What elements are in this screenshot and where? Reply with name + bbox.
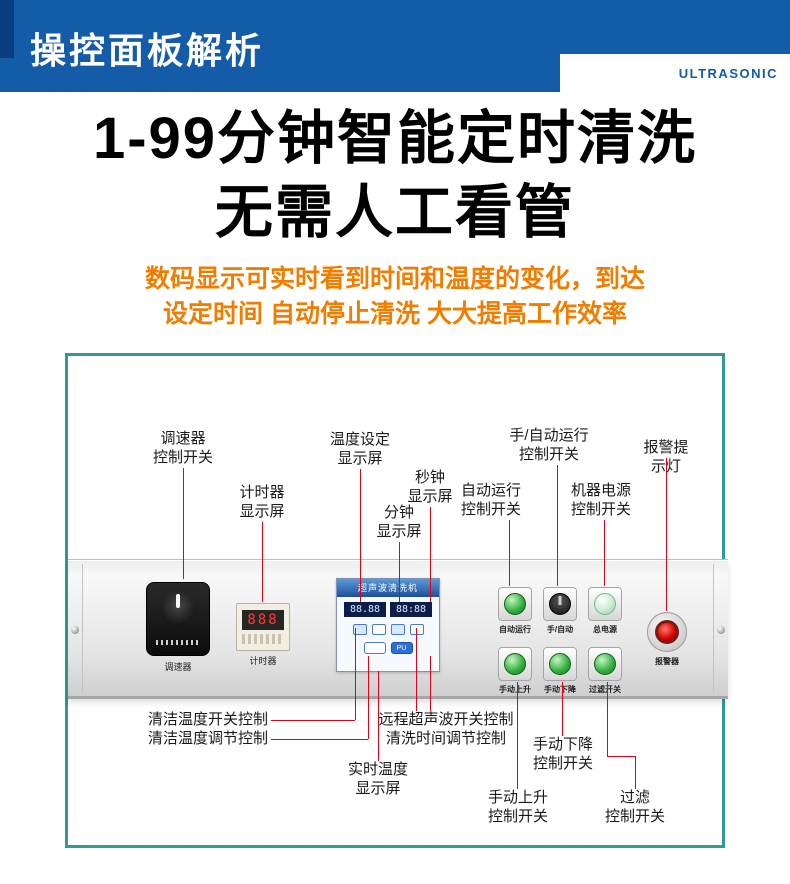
manual-auto-knob[interactable]	[543, 587, 577, 622]
alarm-button[interactable]	[647, 612, 687, 653]
callout-line	[262, 522, 263, 603]
manual-up-button[interactable]	[498, 647, 532, 682]
controller-displays: 88.88 88:88	[337, 602, 439, 618]
headline: 1-99分钟智能定时清洗 无需人工看管	[0, 102, 790, 250]
callout-filter-switch: 过滤 控制开关	[604, 789, 666, 826]
callout-clean-temp-controls: 清洁温度开关控制 清洁温度调节控制	[147, 711, 269, 748]
main-power-label: 总电源	[593, 625, 617, 635]
green-button-icon	[594, 653, 616, 676]
callout-line	[430, 507, 431, 603]
timer-dial[interactable]	[242, 634, 284, 645]
callout-line	[399, 542, 400, 603]
callout-line	[416, 628, 417, 712]
ultrasonic-switch-button[interactable]	[390, 624, 405, 636]
manual-down-button[interactable]	[543, 647, 577, 682]
callout-line	[557, 465, 558, 587]
filter-switch-button[interactable]	[588, 647, 622, 682]
header-accent	[0, 0, 14, 58]
speed-controller-label: 调速器	[164, 662, 192, 673]
callout-line	[635, 756, 636, 790]
callout-line	[355, 628, 356, 721]
controller-buttons-row2: PU	[337, 642, 439, 655]
subtitle-line1: 数码显示可实时看到时间和温度的变化，到达	[144, 265, 645, 294]
green-button-icon	[504, 653, 526, 676]
callout-seconds-display: 秒钟 显示屏	[407, 469, 453, 506]
manual-auto-label: 手/自动	[546, 625, 574, 635]
callout-machine-power-switch: 机器电源 控制开关	[570, 482, 632, 519]
callout-minutes-display: 分钟 显示屏	[376, 504, 422, 541]
ultrasonic-controller: 超声波清洗机 88.88 88:88 PU	[336, 578, 440, 673]
callout-auto-run-switch: 自动运行 控制开关	[460, 482, 522, 519]
page-title: 操控面板解析	[30, 30, 265, 71]
pu-button[interactable]: PU	[390, 642, 413, 655]
main-power-button[interactable]	[588, 587, 622, 622]
manual-down-label: 手动下降	[544, 685, 576, 695]
knob-icon	[549, 593, 571, 616]
manual-up-label: 手动上升	[499, 685, 531, 695]
temperature-display: 88.88	[344, 602, 386, 618]
time-display: 88:88	[390, 602, 432, 618]
auto-run-button[interactable]	[498, 587, 532, 622]
speed-controller-knob[interactable]	[146, 582, 210, 657]
callout-line	[607, 682, 608, 757]
green-button-icon	[504, 593, 526, 616]
timer-digits: 888	[242, 610, 284, 631]
header: 操控面板解析 ULTRASONIC	[0, 0, 790, 92]
callout-line	[562, 682, 563, 737]
callout-manual-up-switch: 手动上升 控制开关	[487, 789, 549, 826]
alarm-label: 报警器	[655, 657, 679, 667]
control-panel: 调速器 888 计时器 超声波清洗机 88.88 88:88 PU	[68, 559, 728, 700]
callout-line	[604, 520, 605, 587]
callout-speed-controller: 调速器 控制开关	[152, 430, 214, 467]
callout-line	[607, 756, 635, 758]
temp-adjust-button[interactable]	[371, 624, 386, 636]
controller-title: 超声波清洗机	[337, 579, 439, 598]
screw-icon	[717, 626, 725, 635]
temp-switch-button[interactable]	[352, 624, 367, 636]
timer-label: 计时器	[249, 656, 277, 667]
callout-line	[666, 458, 667, 612]
callout-line	[517, 682, 518, 790]
brand-text: ULTRASONIC	[678, 65, 778, 81]
timer-unit: 888	[236, 603, 290, 652]
callout-alarm-light: 报警提示灯	[643, 439, 689, 476]
callout-line	[360, 469, 361, 603]
set-button[interactable]	[363, 642, 386, 655]
auto-run-label: 自动运行	[499, 625, 531, 635]
callout-manual-down-switch: 手动下降 控制开关	[532, 736, 594, 773]
callout-line	[271, 739, 368, 741]
callout-timer-display: 计时器 显示屏	[239, 484, 285, 521]
headline-line2: 无需人工看管	[214, 180, 575, 246]
callout-line	[183, 468, 184, 580]
callout-manual-auto-switch: 手/自动运行 控制开关	[509, 427, 589, 464]
panel-diagram: 调速器 控制开关 计时器 显示屏 温度设定 显示屏 秒钟 显示屏 分钟 显示屏 …	[65, 353, 728, 849]
callout-remote-ultrasonic-controls: 远程超声波开关控制 清洗时间调节控制	[378, 711, 514, 748]
callout-temp-set-display: 温度设定 显示屏	[329, 431, 391, 468]
brand-area: ULTRASONIC	[560, 54, 790, 92]
callout-line	[271, 720, 355, 722]
callout-line	[378, 671, 379, 762]
filter-switch-label: 过滤开关	[589, 685, 621, 695]
knob-icon	[161, 592, 195, 627]
callout-line	[509, 520, 510, 587]
screw-icon	[71, 626, 79, 635]
headline-line1: 1-99分钟智能定时清洗	[92, 106, 698, 171]
alarm-light-icon	[655, 620, 679, 645]
power-button-icon	[594, 593, 616, 616]
controller-buttons-row1	[337, 624, 439, 636]
callout-line	[430, 656, 431, 712]
knob-scale	[156, 640, 200, 646]
green-button-icon	[549, 653, 571, 676]
callout-realtime-temp-display: 实时温度 显示屏	[347, 761, 409, 798]
subtitle-line2: 设定时间 自动停止清洗 大大提高工作效率	[163, 300, 627, 329]
subtitle: 数码显示可实时看到时间和温度的变化，到达 设定时间 自动停止清洗 大大提高工作效…	[0, 262, 790, 332]
callout-line	[368, 656, 369, 740]
